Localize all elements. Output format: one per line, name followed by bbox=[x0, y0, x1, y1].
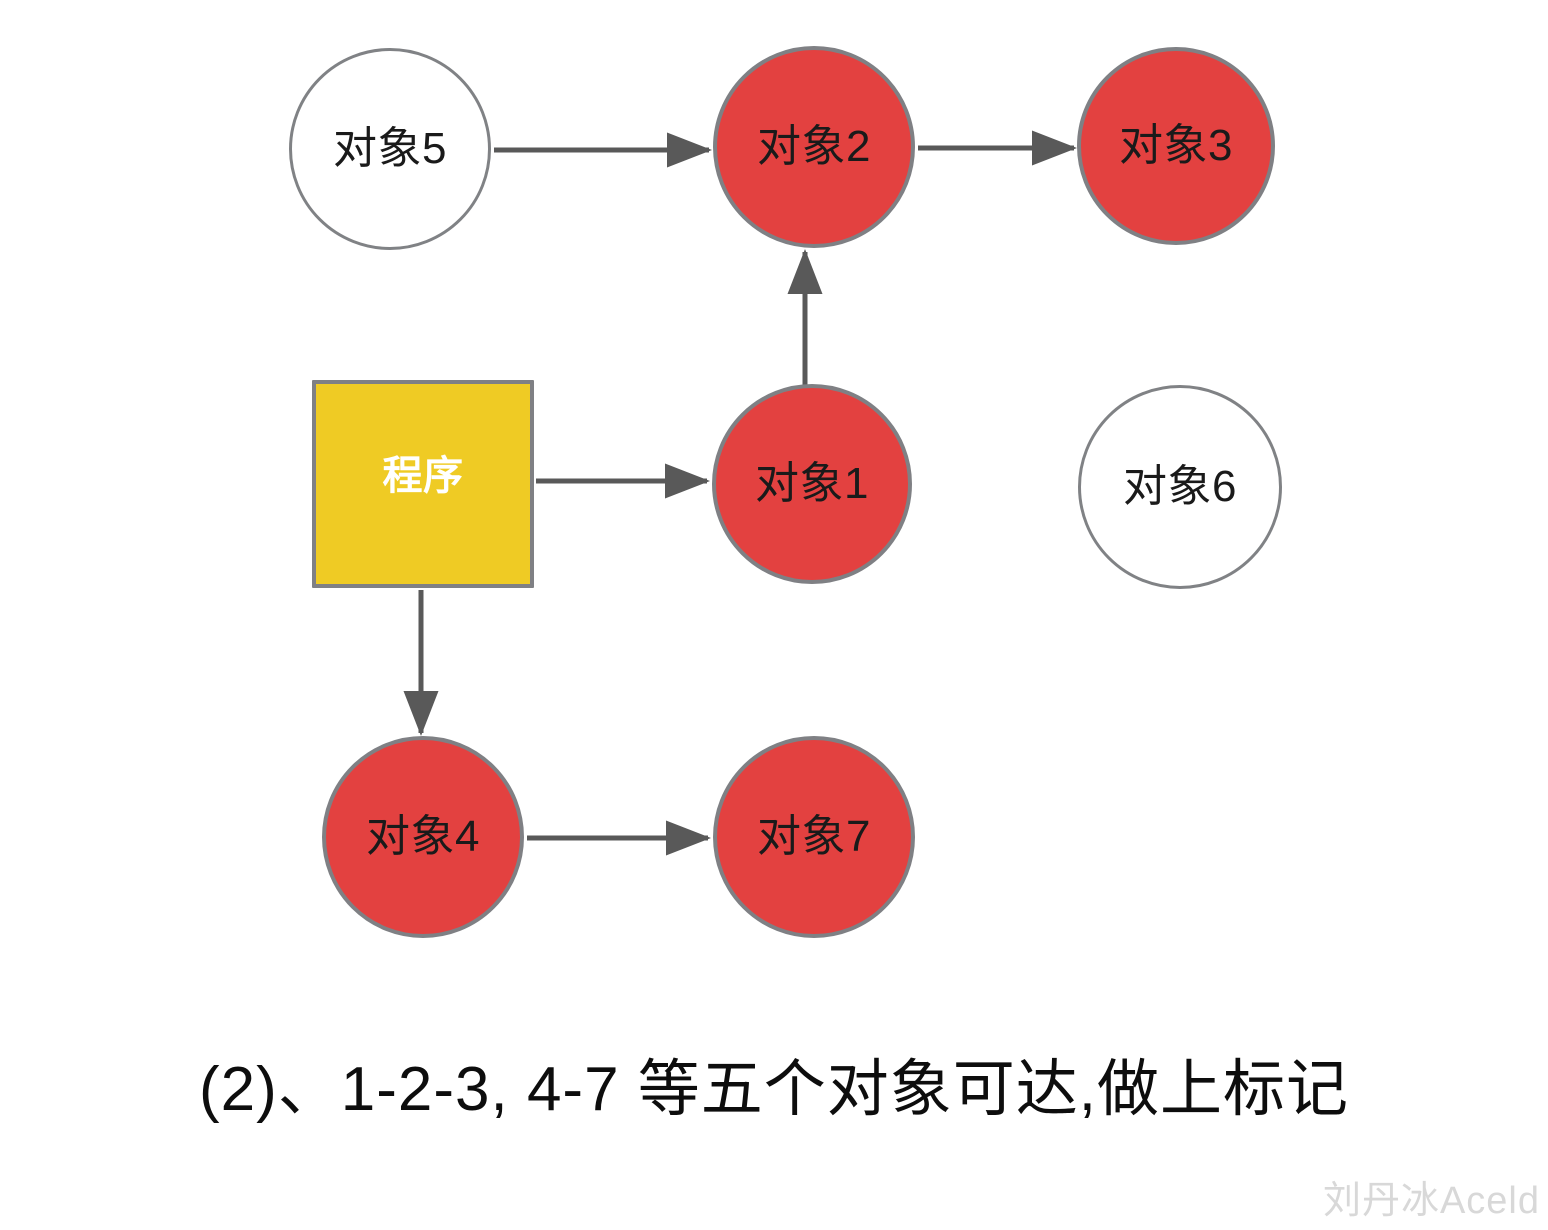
node-object-7[interactable]: 对象7 bbox=[713, 736, 915, 938]
node-label-object-7: 对象7 bbox=[757, 812, 871, 861]
node-label-object-6: 对象6 bbox=[1123, 462, 1237, 511]
node-object-2[interactable]: 对象2 bbox=[713, 46, 915, 248]
node-label-object-5: 对象5 bbox=[333, 124, 447, 173]
node-object-6[interactable]: 对象6 bbox=[1078, 385, 1282, 589]
node-label-object-2: 对象2 bbox=[757, 122, 871, 171]
node-label-program: 程序 bbox=[382, 454, 464, 498]
diagram-caption: (2)、1-2-3, 4-7 等五个对象可达,做上标记 bbox=[198, 1055, 1350, 1124]
node-program[interactable]: 程序 bbox=[312, 380, 534, 588]
node-label-object-3: 对象3 bbox=[1119, 121, 1233, 170]
watermark: 刘丹冰Aceld bbox=[1322, 1180, 1540, 1222]
node-object-4[interactable]: 对象4 bbox=[322, 736, 524, 938]
node-object-3[interactable]: 对象3 bbox=[1077, 47, 1275, 245]
node-label-object-4: 对象4 bbox=[366, 812, 480, 861]
node-object-1[interactable]: 对象1 bbox=[712, 384, 912, 584]
node-object-5[interactable]: 对象5 bbox=[289, 48, 491, 250]
node-label-object-1: 对象1 bbox=[755, 459, 869, 508]
